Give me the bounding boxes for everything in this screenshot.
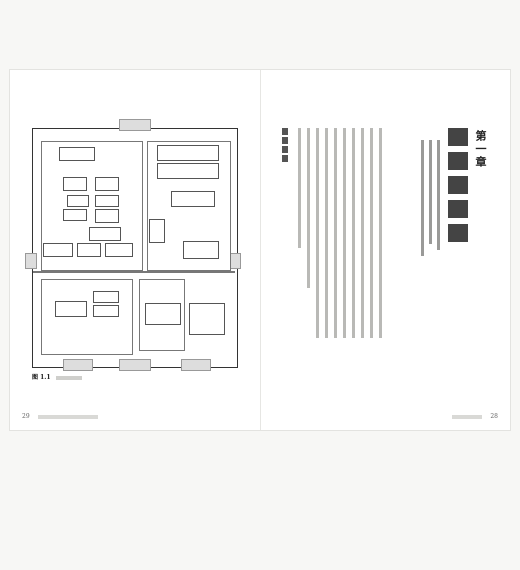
- body-column: [316, 128, 319, 338]
- building-16: [183, 241, 219, 259]
- figure-caption: 图 1.1: [32, 372, 83, 381]
- body-column: [352, 128, 355, 338]
- left-page-number: 29: [22, 413, 30, 420]
- figure-title-placeholder: [56, 375, 83, 380]
- building-11: [105, 243, 133, 257]
- building-8: [89, 227, 121, 241]
- building-18: [93, 291, 119, 303]
- south-gate-center: [119, 359, 151, 371]
- left-folio: 29: [22, 413, 98, 420]
- building-21: [189, 303, 225, 335]
- building-6: [63, 209, 87, 221]
- epigraph-line: [437, 140, 440, 250]
- north-gate: [119, 119, 151, 131]
- chapter-body: [298, 128, 382, 338]
- epigraph: [421, 140, 440, 256]
- building-10: [77, 243, 101, 257]
- building-19: [93, 305, 119, 317]
- chapter-title-placeholder: [448, 128, 468, 248]
- building-3: [95, 177, 119, 191]
- body-column: [325, 128, 328, 338]
- right-page-number: 28: [490, 413, 498, 420]
- section-heading-placeholder: [282, 128, 288, 162]
- building-20: [145, 303, 181, 325]
- building-5: [95, 195, 119, 207]
- right-running-head-placeholder: [452, 414, 483, 419]
- building-15: [149, 219, 165, 243]
- epigraph-line: [429, 140, 432, 244]
- west-gate: [25, 253, 37, 269]
- left-running-head-placeholder: [37, 414, 98, 419]
- left-page: 图 1.1 29: [10, 70, 260, 430]
- page-gutter: [260, 70, 261, 430]
- building-1: [59, 147, 95, 161]
- right-page: 第一章 28: [260, 70, 510, 430]
- body-column: [343, 128, 346, 338]
- building-14: [171, 191, 215, 207]
- building-9: [43, 243, 73, 257]
- building-7: [95, 209, 119, 223]
- palace-plan: [25, 119, 241, 371]
- east-west-road: [33, 271, 235, 273]
- figure-number: 图 1.1: [32, 374, 51, 381]
- building-12: [157, 145, 219, 161]
- building-4: [67, 195, 89, 207]
- chapter-number: 第一章: [474, 130, 487, 169]
- body-column: [370, 128, 373, 338]
- building-17: [55, 301, 87, 317]
- body-column: [298, 128, 301, 248]
- body-column: [361, 128, 364, 338]
- body-column: [334, 128, 337, 338]
- body-column: [379, 128, 382, 338]
- building-13: [157, 163, 219, 179]
- building-2: [63, 177, 87, 191]
- right-folio: 28: [452, 413, 498, 420]
- southern-compound-west: [41, 279, 133, 355]
- book-spread: 图 1.1 29 第一章: [10, 70, 510, 430]
- epigraph-line: [421, 140, 424, 256]
- south-gate-right: [181, 359, 211, 371]
- south-gate-left: [63, 359, 93, 371]
- body-column: [307, 128, 310, 288]
